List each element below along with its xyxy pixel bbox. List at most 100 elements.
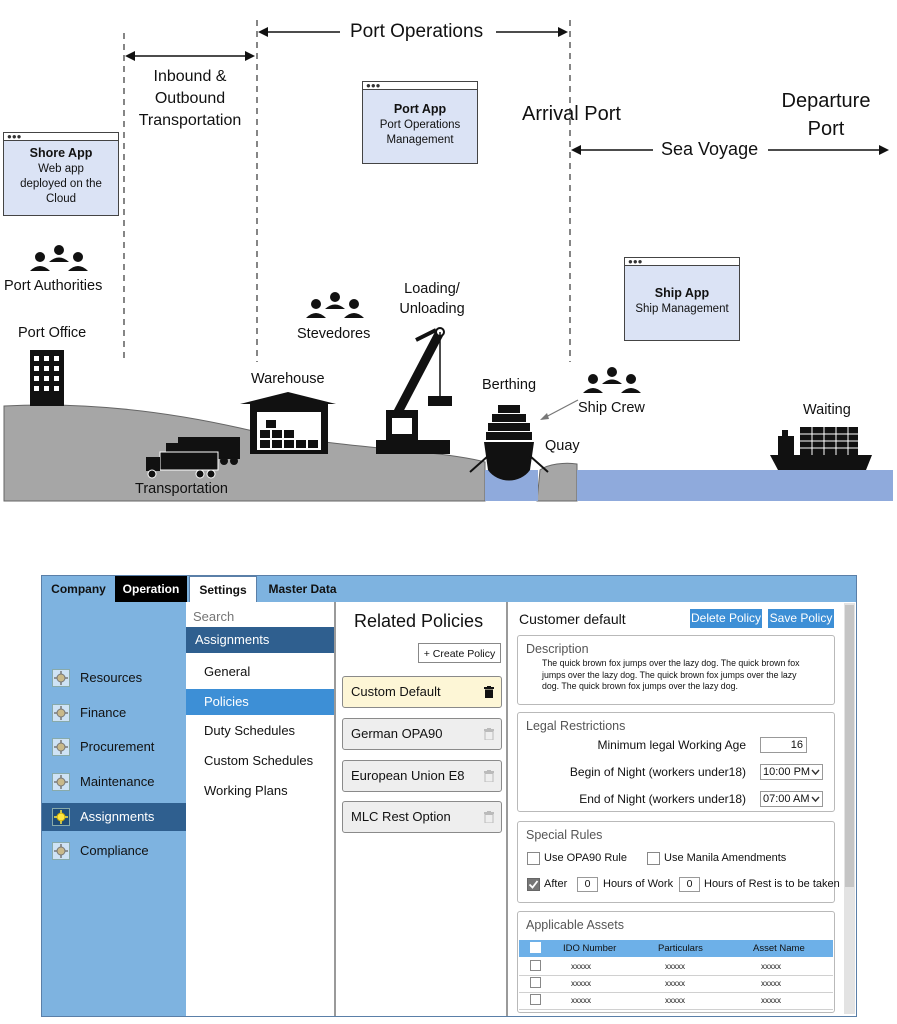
trucks-icon — [146, 437, 240, 479]
sub-item-custom-schedules[interactable]: Custom Schedules — [204, 753, 314, 768]
policy-name: MLC Rest Option — [351, 809, 451, 824]
policy-card[interactable]: German OPA90 — [342, 718, 502, 750]
port-authorities-label: Port Authorities — [4, 278, 103, 294]
nav-item-maintenance[interactable]: Maintenance — [42, 768, 186, 796]
after-label: After — [544, 878, 568, 890]
ship-app-box: ●●● Ship App Ship Management — [624, 257, 740, 341]
trash-icon[interactable] — [484, 770, 494, 782]
arrival-port-label: Arrival Port — [522, 103, 621, 125]
nav-item-assignments[interactable]: Assignments — [42, 803, 186, 831]
stevedores-label: Stevedores — [297, 326, 371, 342]
quay-label: Quay — [545, 438, 580, 454]
save-policy-button[interactable]: Save Policy — [768, 609, 834, 628]
inbound-outbound-label: Inbound & Outbound Transportation — [138, 68, 242, 129]
min-age-label: Minimum legal Working Age — [597, 738, 746, 752]
search-input[interactable] — [191, 605, 333, 627]
nav-label: Finance — [80, 705, 127, 720]
sub-item-duty-schedules[interactable]: Duty Schedules — [204, 723, 296, 738]
cell-ido: xxxxx — [571, 962, 591, 971]
crane-icon — [376, 327, 452, 454]
nav-label: Maintenance — [80, 774, 155, 789]
end-night-select[interactable]: 07:00 AM — [760, 791, 823, 807]
min-age-field[interactable]: 16 — [760, 737, 807, 753]
nav-item-resources[interactable]: Resources — [42, 664, 186, 692]
select-all-checkbox[interactable] — [530, 942, 541, 953]
waiting-ship-icon — [770, 427, 872, 470]
nav-item-compliance[interactable]: Compliance — [42, 837, 186, 865]
port-operations-label: Port Operations — [350, 21, 484, 42]
quay-shape — [536, 462, 578, 502]
gear-icon — [52, 669, 70, 687]
applicable-assets-title: Applicable Assets — [526, 918, 624, 932]
detail-scrollbar[interactable] — [844, 603, 855, 1014]
scrollbar-thumb[interactable] — [845, 605, 854, 887]
diagram-graphics — [3, 20, 893, 502]
end-night-value: 07:00 AM — [763, 793, 810, 805]
shore-app-box: ●●● Shore App Web app deployed on the Cl… — [3, 132, 119, 216]
sub-navigation: Assignments General Policies Duty Schedu… — [186, 602, 336, 1016]
nav-label: Assignments — [80, 809, 155, 824]
ship-crew-icon — [583, 367, 641, 393]
manila-label: Use Manila Amendments — [664, 852, 787, 864]
description-section: Description The quick brown fox jumps ov… — [517, 635, 835, 705]
sub-item-general[interactable]: General — [204, 664, 251, 679]
opa90-checkbox[interactable] — [527, 852, 540, 865]
begin-night-label: Begin of Night (workers under18) — [569, 765, 746, 779]
policy-name: European Union E8 — [351, 768, 465, 783]
table-row[interactable]: xxxxx xxxxx xxxxx — [519, 975, 833, 993]
nav-item-finance[interactable]: Finance — [42, 699, 186, 727]
row-checkbox[interactable] — [530, 994, 541, 1005]
tab-operation[interactable]: Operation — [115, 576, 187, 602]
table-row[interactable]: xxxxx xxxxx xxxxx — [519, 992, 833, 1010]
description-text: The quick brown fox jumps over the lazy … — [542, 658, 800, 691]
warehouse-icon — [240, 392, 336, 454]
column-asset-name: Asset Name — [753, 943, 805, 954]
chevron-down-icon — [811, 796, 820, 803]
transportation-label: Transportation — [135, 481, 228, 497]
description-title: Description — [526, 642, 589, 656]
tab-company[interactable]: Company — [51, 582, 106, 596]
after-checkbox[interactable] — [527, 878, 540, 891]
special-rules-section: Special Rules Use OPA90 Rule Use Manila … — [517, 821, 840, 903]
row-checkbox[interactable] — [530, 960, 541, 971]
checkmark-icon — [528, 880, 539, 889]
begin-night-select[interactable]: 10:00 PM — [760, 764, 823, 780]
policy-card[interactable]: Custom Default — [342, 676, 502, 708]
cell-ido: xxxxx — [571, 979, 591, 988]
cell-asset-name: xxxxx — [761, 962, 781, 971]
berthed-ship-icon — [469, 405, 549, 481]
legal-restrictions-title: Legal Restrictions — [526, 719, 626, 733]
special-rules-title: Special Rules — [526, 828, 603, 842]
trash-icon[interactable] — [484, 728, 494, 740]
nav-item-procurement[interactable]: Procurement — [42, 733, 186, 761]
delete-policy-button[interactable]: Delete Policy — [690, 609, 762, 628]
begin-night-value: 10:00 PM — [763, 766, 811, 778]
assets-table-header: IDO Number Particulars Asset Name — [519, 940, 833, 957]
waiting-label: Waiting — [803, 402, 851, 418]
table-row[interactable]: xxxxx xxxxx xxxxx — [519, 958, 833, 976]
trash-icon[interactable] — [484, 686, 494, 698]
after-hours-field[interactable]: 0 — [577, 877, 598, 892]
cell-ido: xxxxx — [571, 996, 591, 1005]
trash-icon[interactable] — [484, 811, 494, 823]
warehouse-label: Warehouse — [251, 371, 325, 387]
rest-hours-field[interactable]: 0 — [679, 877, 700, 892]
cell-asset-name: xxxxx — [761, 979, 781, 988]
sub-item-policies[interactable]: Policies — [186, 689, 334, 715]
tab-settings[interactable]: Settings — [189, 576, 257, 602]
manila-checkbox[interactable] — [647, 852, 660, 865]
loading-unloading-label: Loading/ Unloading — [399, 281, 465, 317]
policy-card[interactable]: European Union E8 — [342, 760, 502, 792]
related-policies-title: Related Policies — [354, 611, 484, 631]
row-checkbox[interactable] — [530, 977, 541, 988]
port-office-building — [30, 350, 64, 406]
sub-item-working-plans[interactable]: Working Plans — [204, 783, 288, 798]
port-office-label: Port Office — [18, 325, 87, 341]
tab-master-data[interactable]: Master Data — [268, 582, 337, 596]
hours-of-rest-label: Hours of Rest is to be taken — [704, 878, 840, 890]
opa90-label: Use OPA90 Rule — [544, 852, 627, 864]
policy-card[interactable]: MLC Rest Option — [342, 801, 502, 833]
hours-of-work-label: Hours of Work — [603, 878, 674, 890]
create-policy-button[interactable]: + Create Policy — [418, 643, 501, 663]
port-authorities-icon — [30, 245, 88, 271]
